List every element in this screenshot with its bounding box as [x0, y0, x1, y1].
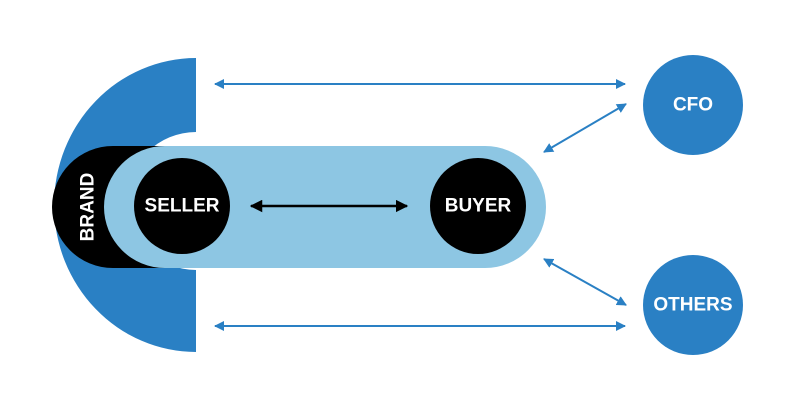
cfo-label: CFO	[673, 95, 713, 116]
pipeline-others-arrow	[543, 258, 627, 306]
others-label: OTHERS	[653, 295, 732, 316]
seller-label: SELLER	[145, 196, 220, 217]
buyer-node: BUYER	[430, 158, 526, 254]
cfo-circle	[643, 55, 743, 155]
pipeline-cfo-arrow	[543, 103, 627, 153]
others-circle	[643, 255, 743, 355]
seller-circle	[134, 158, 230, 254]
brand-label: BRAND	[78, 173, 99, 242]
buyer-circle	[430, 158, 526, 254]
others-node: OTHERS	[643, 255, 743, 355]
seller-node: SELLER	[134, 158, 230, 254]
cfo-node: CFO	[643, 55, 743, 155]
buyer-label: BUYER	[445, 196, 512, 217]
